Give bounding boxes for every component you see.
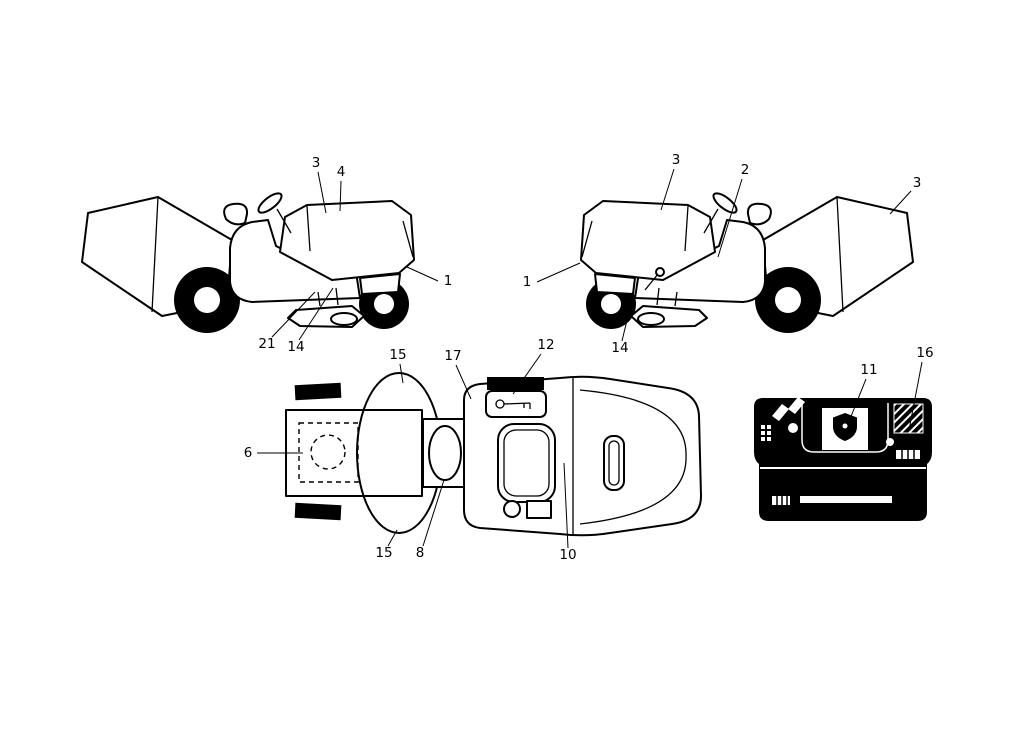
grille-line	[402, 220, 414, 258]
callout-label-top-12: 12	[537, 337, 554, 353]
callout-label-side-right-3: 3	[672, 152, 681, 168]
body-inner-line	[579, 389, 687, 525]
seat	[223, 202, 249, 226]
tractor-side-view-left	[81, 192, 415, 333]
callout-label-side-left-14: 14	[287, 339, 304, 355]
vent-slash	[772, 404, 789, 421]
callout-leader-side-right-14	[621, 290, 635, 342]
deck-hanger	[335, 287, 339, 306]
seat-top	[497, 423, 556, 503]
small-box	[526, 500, 552, 519]
callout-leader-side-left-14	[298, 287, 334, 341]
callout-leader-side-right-3	[889, 190, 912, 215]
rear-wheel-hub	[194, 287, 220, 313]
grass-catcher-seam	[151, 196, 159, 313]
control-panel	[754, 397, 932, 521]
steering-wheel	[257, 192, 283, 214]
key-shaft	[503, 402, 531, 405]
dash-black-bar	[487, 377, 544, 390]
hood-line	[684, 205, 689, 252]
cap-circle	[503, 500, 521, 518]
callout-leader-side-left-1	[406, 266, 439, 282]
deck-hanger	[674, 291, 678, 307]
tractor-side-view-right	[580, 192, 914, 333]
steering-column-top	[428, 425, 462, 481]
side-slot	[603, 435, 625, 491]
callout-leader-side-left-3	[317, 171, 327, 214]
callout-label-top-8: 8	[416, 545, 425, 561]
callout-leader-top-17	[455, 364, 472, 400]
callout-label-side-left-4: 4	[337, 164, 346, 180]
callout-label-panel-11: 11	[860, 362, 877, 378]
callout-leader-side-right-2	[717, 178, 743, 258]
discharge-chute	[637, 312, 665, 326]
callout-label-side-left-3: 3	[312, 155, 321, 171]
switch-cluster	[761, 425, 771, 441]
front-wheel-hub	[374, 294, 394, 314]
side-slot-inner	[608, 440, 620, 486]
callout-leader-top-12	[512, 353, 542, 395]
callout-label-top-10: 10	[559, 547, 576, 563]
front-axle	[359, 273, 401, 295]
engine-decal-circle	[310, 434, 346, 470]
discharge-chute	[330, 312, 358, 326]
callout-leader-side-left-21	[271, 291, 316, 338]
hood-line	[306, 205, 311, 252]
grille-line	[581, 220, 593, 258]
rear-wheel-top	[294, 382, 342, 401]
callout-label-side-right-14: 14	[611, 340, 628, 356]
deck-hanger	[656, 287, 660, 306]
seat-inner	[503, 429, 550, 497]
seat	[746, 202, 772, 226]
hood	[279, 200, 415, 281]
callout-leader-side-right-3	[660, 168, 675, 211]
bottom-slot	[800, 496, 892, 503]
hood	[580, 200, 716, 281]
callout-label-top-15: 15	[389, 347, 406, 363]
steering-column	[703, 208, 719, 234]
callout-label-top-6: 6	[244, 445, 253, 461]
callout-label-side-right-2: 2	[741, 162, 750, 178]
indicator-light-left	[788, 423, 798, 433]
front-wheel-hub	[601, 294, 621, 314]
striped-block-right	[896, 450, 920, 459]
callout-label-side-right-3: 3	[913, 175, 922, 191]
callout-leader-top-15	[387, 529, 398, 547]
callout-leader-top-15	[399, 363, 404, 384]
rear-wheel-hub	[775, 287, 801, 313]
callout-leader-panel-11	[847, 378, 867, 425]
callout-leader-top-8	[422, 479, 445, 547]
callout-leader-top-10	[563, 462, 569, 549]
tractor-top-view	[285, 372, 702, 537]
striped-block-left	[772, 496, 790, 505]
rear-wheel-bottom	[294, 502, 342, 521]
callout-leader-side-right-1	[536, 262, 581, 283]
steering-wheel	[712, 192, 738, 214]
engine-decal-area	[298, 422, 359, 483]
callout-leader-panel-16	[908, 361, 923, 431]
steering-column	[276, 208, 292, 234]
deck-hanger	[317, 291, 321, 307]
callout-label-top-15: 15	[375, 545, 392, 561]
shield-dot	[842, 423, 848, 429]
indicator-light-right	[886, 438, 894, 446]
callout-label-panel-16: 16	[916, 345, 933, 361]
callout-label-top-17: 17	[444, 348, 461, 364]
vent-slash	[788, 397, 805, 414]
front-axle	[594, 273, 636, 295]
height-lever-knob	[655, 267, 665, 277]
height-lever	[644, 273, 659, 291]
hatched-decal-area	[893, 403, 924, 434]
callout-label-side-left-21: 21	[258, 336, 275, 352]
callout-leader-side-left-4	[339, 180, 342, 212]
callout-label-side-right-1: 1	[523, 274, 532, 290]
callout-label-side-left-1: 1	[444, 273, 453, 289]
grass-catcher-seam	[836, 196, 844, 313]
